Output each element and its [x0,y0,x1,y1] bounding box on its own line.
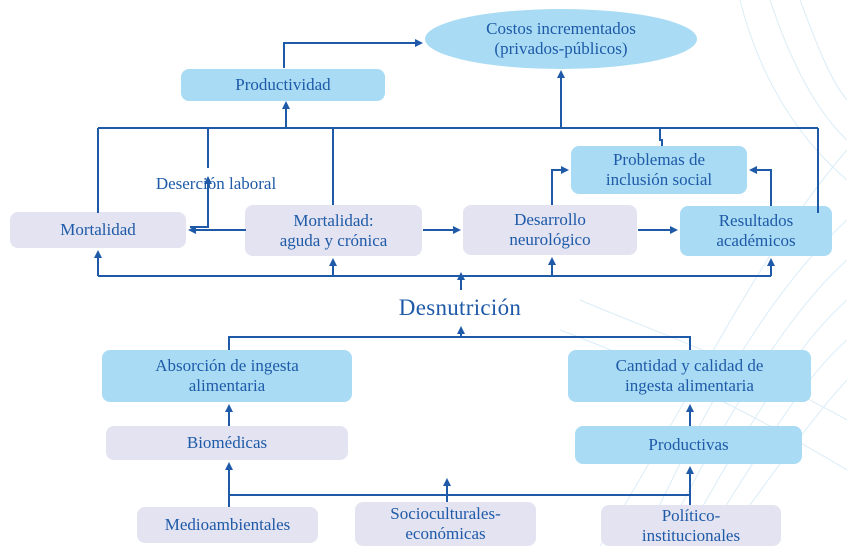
desarrollo-node: Desarrollo neurológico [463,205,637,255]
socioculturales-node: Socioculturales- económicas [355,502,536,546]
desercion-label: Deserción laboral [155,174,277,193]
problemas-node: Problemas de inclusión social [571,146,747,194]
biomedicas-node: Biomédicas [106,426,348,460]
productivas-node: Productivas [575,426,802,464]
medioambientales-node: Medioambientales [137,507,318,543]
politico-node: Político- institucionales [601,505,781,546]
costos-node: Costos incrementados (privados-públicos) [425,9,697,69]
resultados-node: Resultados académicos [680,206,832,256]
cantidad-node: Cantidad y calidad de ingesta alimentari… [568,350,811,402]
mortalidad-node: Mortalidad [10,212,186,248]
desnutricion-label: Desnutrición [398,295,522,320]
productividad-node: Productividad [181,69,385,101]
mortalidad-aguda-node: Mortalidad: aguda y crónica [245,205,422,256]
absorcion-node: Absorción de ingesta alimentaria [102,350,352,402]
